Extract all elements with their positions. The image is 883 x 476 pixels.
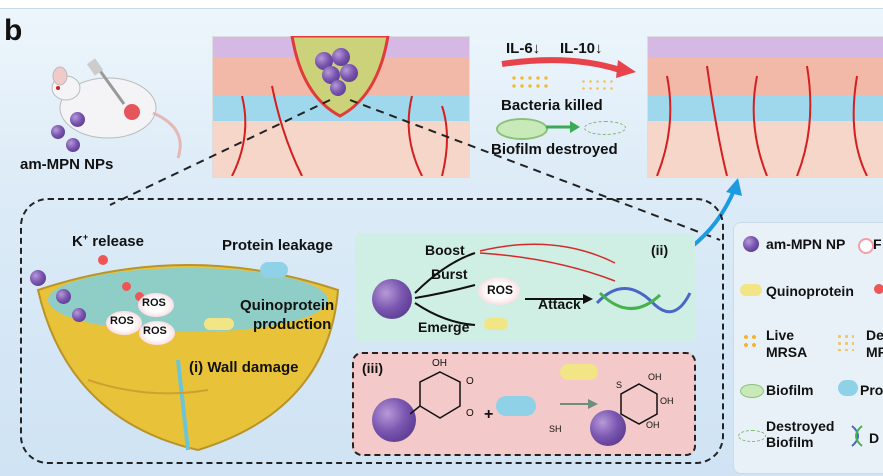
ros-bubble <box>106 311 142 335</box>
wound-np <box>332 48 350 66</box>
np-dot-1 <box>51 125 65 139</box>
panel-iii-arrow <box>560 399 598 409</box>
panel-ii-tag: (ii) <box>651 242 669 258</box>
legend-biofilm-icon <box>740 384 764 398</box>
legend-quinoprotein-icon <box>740 284 762 296</box>
plus-sign: + <box>484 406 494 423</box>
legend-destroyed-biofilm-icon <box>738 430 766 442</box>
k-ion-icon <box>135 292 144 301</box>
legend-item-live: Live <box>766 327 795 343</box>
red-arrow <box>501 57 636 78</box>
skin-healed <box>647 36 883 178</box>
legend-item-mrsa: MRSA <box>766 344 808 360</box>
destroyed-biofilm-icon <box>584 121 626 135</box>
quinone-structure <box>410 371 461 419</box>
ros-bubble <box>139 321 175 345</box>
quinoprotein-icon <box>204 318 234 330</box>
legend-item-destroyed-biofilm: Biofilm <box>766 434 814 450</box>
bowl-np <box>56 289 71 304</box>
wall-damage-label: (i) Wall damage <box>189 359 299 376</box>
healed-vessels <box>656 65 868 176</box>
mouse-label: am-MPN NPs <box>20 156 114 173</box>
legend-dna-icon <box>851 425 863 447</box>
bowl-np <box>72 308 86 322</box>
attack-label: Attack <box>538 296 581 312</box>
legend-k-icon <box>874 284 883 294</box>
legend-dead-mrsa-icon <box>836 333 854 351</box>
emerge-label: Emerge <box>418 319 470 335</box>
wound-np <box>330 80 346 96</box>
legend-partial: Pro <box>860 382 883 398</box>
quinoprotein-icon <box>484 318 508 330</box>
ros-label: ROS <box>110 315 134 327</box>
wound-np <box>340 64 358 82</box>
live-bacteria-icon <box>510 74 550 92</box>
panel-iii-np <box>372 398 416 442</box>
il10-label: IL-10↓ <box>560 40 603 57</box>
legend-partial: De <box>866 327 883 343</box>
production-label: production <box>253 316 332 333</box>
burst-label: Burst <box>431 266 468 282</box>
np-dot-2 <box>70 112 85 127</box>
s-label: S <box>616 380 623 390</box>
top-strip <box>0 0 883 9</box>
il6-label: IL-6↓ <box>506 40 541 57</box>
protein-leakage-label: Protein leakage <box>222 237 333 254</box>
biofilm-destroyed-label: Biofilm destroyed <box>491 141 618 158</box>
legend-ros-icon <box>858 238 874 254</box>
boost-label: Boost <box>425 242 465 258</box>
mechanism-box <box>20 198 724 464</box>
panel-ii-ros-label: ROS <box>487 283 514 297</box>
panel-letter: b <box>4 14 23 47</box>
wound-np <box>315 52 333 70</box>
legend-protein-icon <box>838 380 858 396</box>
green-arrow <box>546 121 580 133</box>
o-label: O <box>466 376 474 387</box>
legend-item-destroyed: Destroyed <box>766 418 835 434</box>
panel-iii-product-np <box>590 410 626 446</box>
panel-iii-tag: (iii) <box>362 360 383 376</box>
ros-label: ROS <box>143 325 167 337</box>
sh-label: SH <box>549 424 562 434</box>
legend-live-mrsa-icon <box>742 333 760 351</box>
legend-np-icon <box>743 236 759 252</box>
legend-item-biofilm: Biofilm <box>766 382 814 398</box>
ros-bubble <box>138 293 174 317</box>
panel-ii-np <box>372 279 412 319</box>
catechol-structure <box>620 383 658 425</box>
legend-partial: D <box>869 430 880 446</box>
oh-label: OH <box>648 372 662 382</box>
panel-ii <box>355 233 695 341</box>
k-ion-icon <box>98 255 108 265</box>
bacterium-bowl <box>36 264 340 452</box>
wound-np <box>322 66 340 84</box>
protein-icon <box>260 262 288 278</box>
oh-label: OH <box>646 420 660 430</box>
ros-bubble <box>478 277 520 305</box>
o-label: O <box>466 408 474 419</box>
bacteria-killed-label: Bacteria killed <box>501 97 603 114</box>
dead-bacteria-icon <box>580 78 614 92</box>
oh-label: OH <box>432 358 447 369</box>
legend-item-quinoprotein: Quinoprotein <box>766 283 854 299</box>
np-dot-3 <box>66 138 80 152</box>
k-ion-icon <box>122 282 131 291</box>
protein-icon <box>496 396 536 416</box>
legend-partial: MF <box>866 344 883 360</box>
biofilm-icon <box>496 118 548 140</box>
panel-ii-arrows <box>414 243 692 326</box>
bowl-np <box>30 270 46 286</box>
oh-label: OH <box>660 396 674 406</box>
legend-partial: F <box>873 236 882 252</box>
k-release-label: K+ release <box>72 232 144 250</box>
ros-label: ROS <box>142 297 166 309</box>
quinoprotein-icon <box>560 364 598 380</box>
legend-item-np: am-MPN NP <box>766 236 846 252</box>
quinoprotein-label: Quinoprotein <box>240 297 335 314</box>
